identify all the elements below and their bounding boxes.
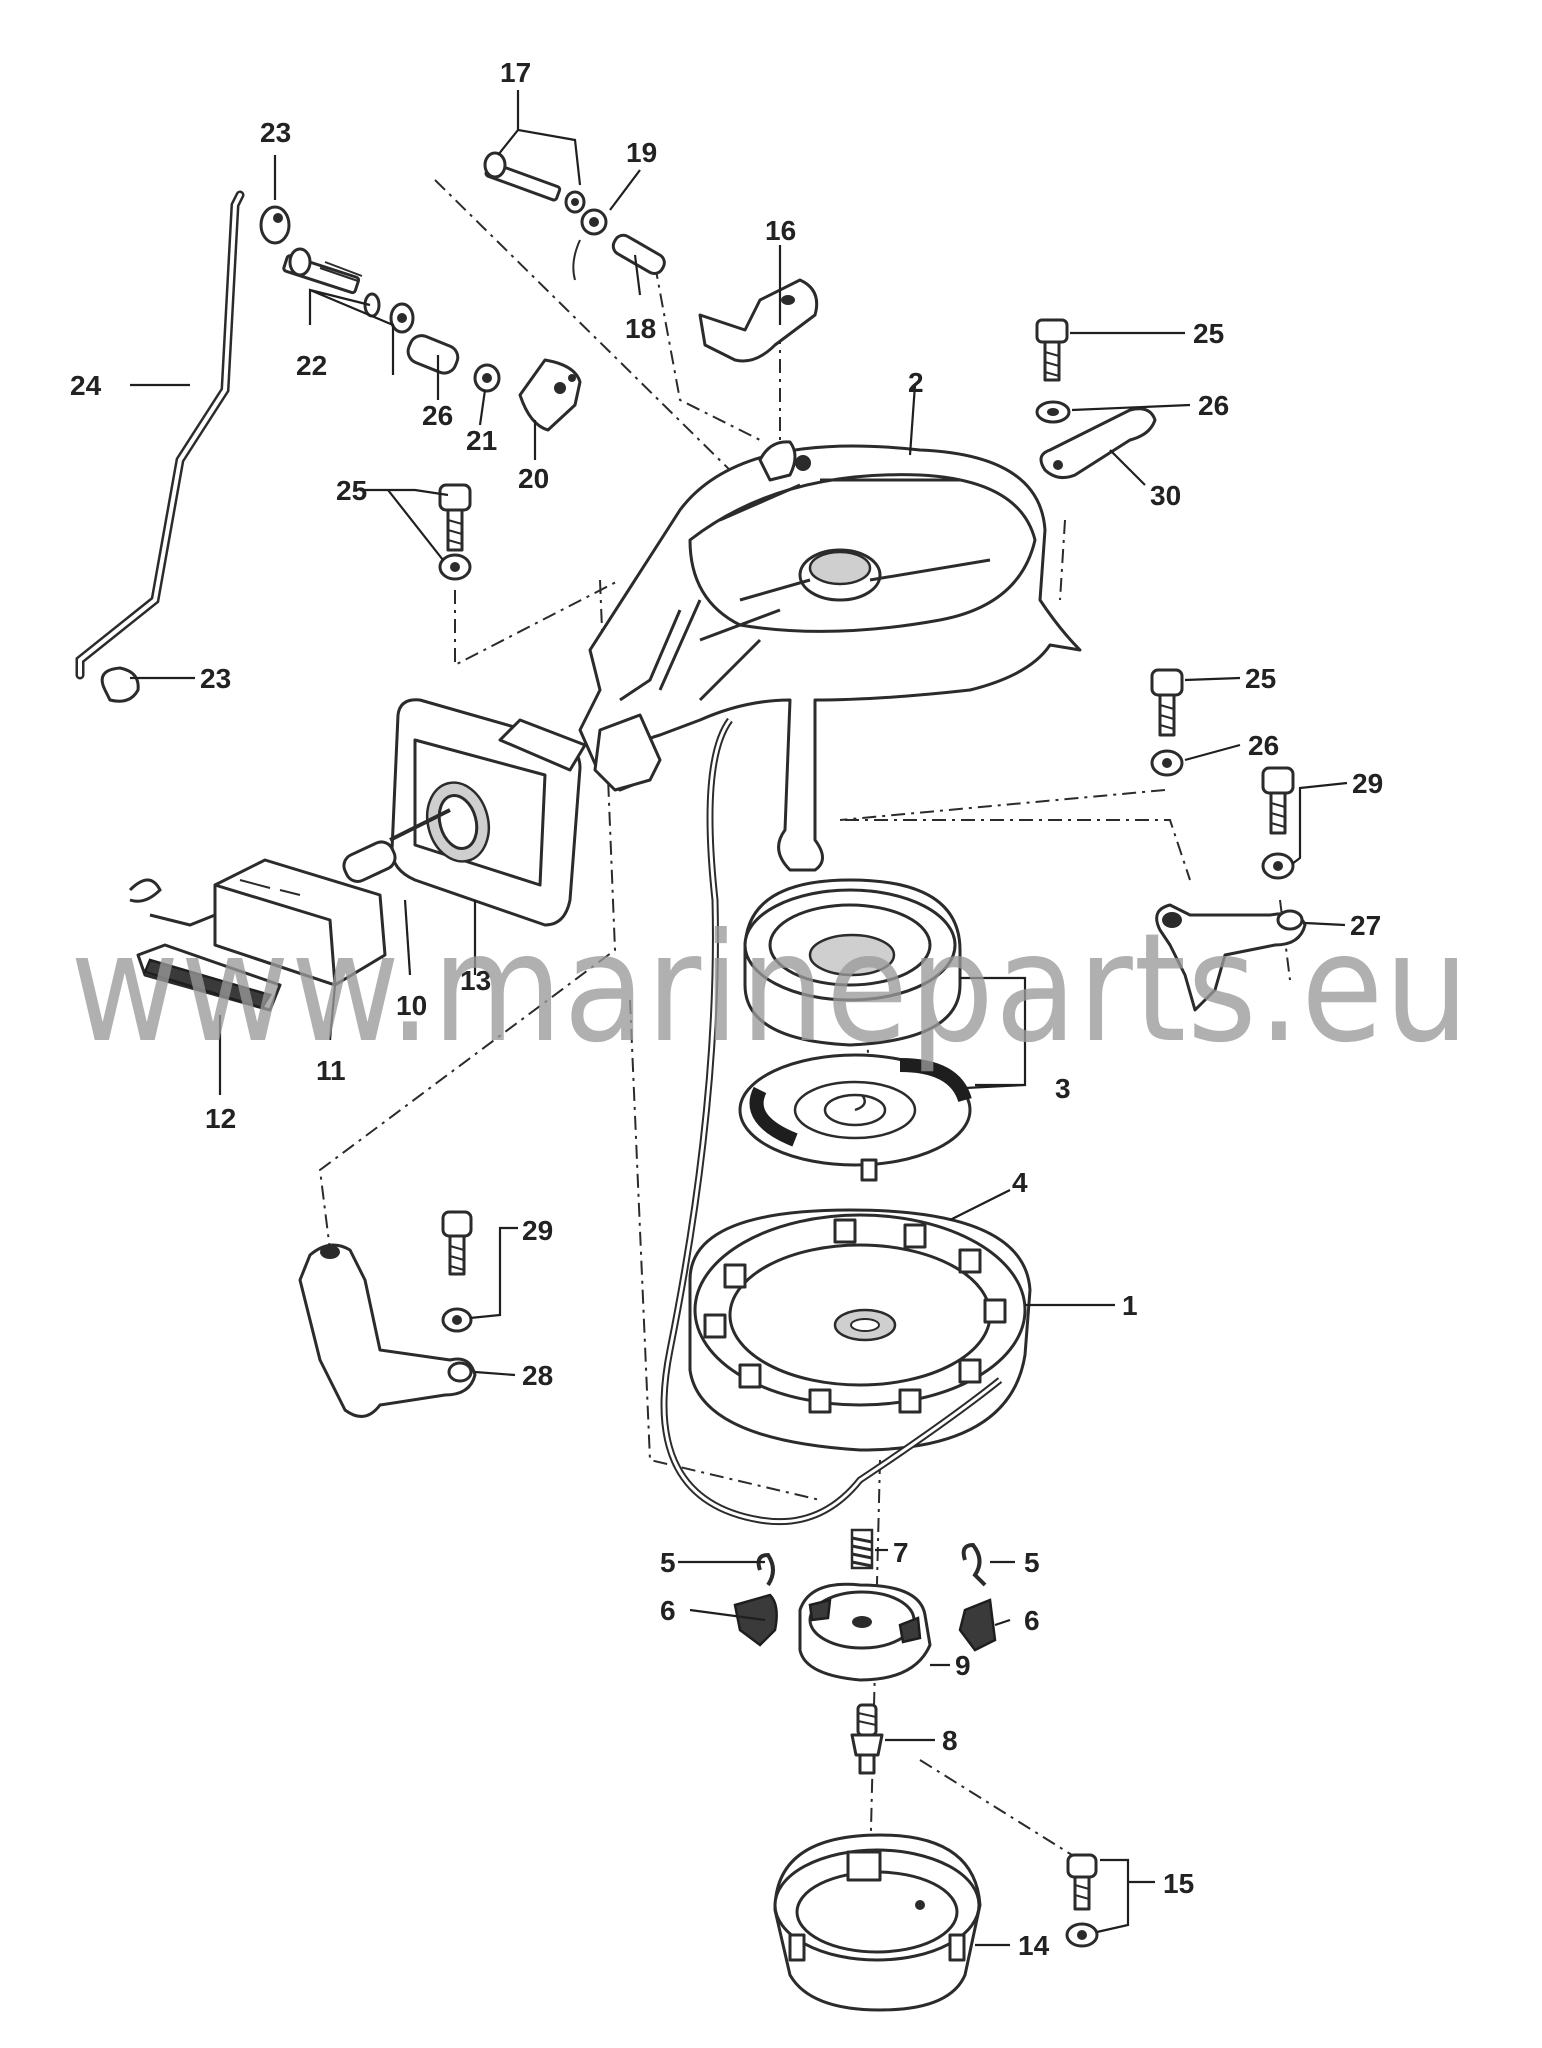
kill-switch-11 [128, 858, 387, 987]
callout-25-right-middle: 25 [1245, 663, 1276, 694]
lever-16 [698, 278, 819, 363]
callout-30: 30 [1150, 480, 1181, 511]
bolt-29-left [441, 1210, 473, 1333]
nut-19 [572, 208, 608, 281]
callout-4: 4 [1012, 1167, 1028, 1198]
bolt-25-right-middle [1150, 668, 1184, 777]
callout-8: 8 [942, 1725, 958, 1756]
handle-13 [390, 698, 587, 927]
callout-14: 14 [1018, 1930, 1050, 1961]
callout-9: 9 [955, 1650, 971, 1681]
bracket-27 [1155, 903, 1307, 1012]
spring-5-right [961, 1542, 987, 1587]
callout-23-top: 23 [260, 117, 291, 148]
bolt-25-top-right [1035, 318, 1069, 382]
spring-5-left [756, 1552, 775, 1587]
pawl-6-right [958, 1598, 997, 1652]
callout-23-bottom: 23 [200, 663, 231, 694]
callout-1: 1 [1122, 1290, 1138, 1321]
plate-30 [1039, 407, 1157, 480]
callout-18: 18 [625, 313, 656, 344]
leader-lines [130, 90, 1348, 1947]
bracket-28 [298, 1243, 477, 1418]
throttle-link-20 [518, 358, 582, 432]
rope-pulley-1 [688, 1208, 1032, 1452]
callout-24: 24 [70, 370, 102, 401]
spring-case-3 [743, 878, 962, 1047]
lanyard-clip-12 [136, 943, 282, 1012]
callout-29-left: 29 [522, 1215, 553, 1246]
callout-15: 15 [1163, 1868, 1194, 1899]
callout-11: 11 [316, 1055, 346, 1086]
callout-25-left: 25 [336, 475, 367, 506]
callout-16: 16 [765, 215, 796, 246]
callout-10: 10 [396, 990, 427, 1021]
screw-22 [282, 247, 415, 334]
pawl-6-left [733, 1593, 778, 1647]
clip-23-bottom [100, 666, 140, 703]
callout-2: 2 [908, 367, 924, 398]
callout-labels: 17 19 16 18 23 22 26 21 20 24 23 25 2 25… [70, 57, 1383, 1961]
screw-8 [850, 1703, 884, 1775]
callout-20: 20 [518, 463, 549, 494]
callout-26-top-left: 26 [422, 400, 453, 431]
callout-6-left: 6 [660, 1595, 676, 1626]
nut-21 [473, 363, 501, 393]
bolt-15 [1065, 1853, 1099, 1948]
callout-17: 17 [500, 57, 531, 88]
callout-3: 3 [1055, 1073, 1071, 1104]
callout-5-left: 5 [660, 1547, 676, 1578]
callout-25-top-right: 25 [1193, 318, 1224, 349]
callout-29-right: 29 [1352, 768, 1383, 799]
pin-18 [611, 233, 666, 276]
recoil-spring-3 [738, 1053, 972, 1182]
callout-7: 7 [893, 1537, 909, 1568]
washer-26-top-right [1035, 400, 1071, 424]
clip-23-top [259, 205, 291, 245]
callout-13: 13 [460, 965, 491, 996]
rope-knot-10 [342, 808, 451, 883]
spring-7 [850, 1528, 874, 1570]
starter-cup-14 [773, 1833, 982, 2012]
callout-28: 28 [522, 1360, 553, 1391]
callout-22: 22 [296, 350, 327, 381]
callout-27: 27 [1350, 910, 1381, 941]
spacer-26 [406, 334, 460, 375]
watermark: www.marineparts.eu [70, 902, 1470, 1076]
bolt-29-right [1261, 766, 1295, 880]
callout-26-top-right: 26 [1198, 390, 1229, 421]
callout-21: 21 [466, 425, 497, 456]
bolt-25-left [438, 483, 472, 581]
callout-12: 12 [205, 1103, 236, 1134]
callout-26-right-middle: 26 [1248, 730, 1279, 761]
callout-19: 19 [626, 137, 657, 168]
starter-rope [660, 717, 1003, 1526]
callout-5-right: 5 [1024, 1547, 1040, 1578]
starter-housing [578, 440, 1082, 872]
ratchet-9 [798, 1582, 932, 1682]
screw-17 [483, 151, 586, 214]
throttle-rod [75, 190, 245, 680]
callout-6-right: 6 [1024, 1605, 1040, 1636]
pulley-ratchet-teeth-4 [703, 1218, 1007, 1414]
